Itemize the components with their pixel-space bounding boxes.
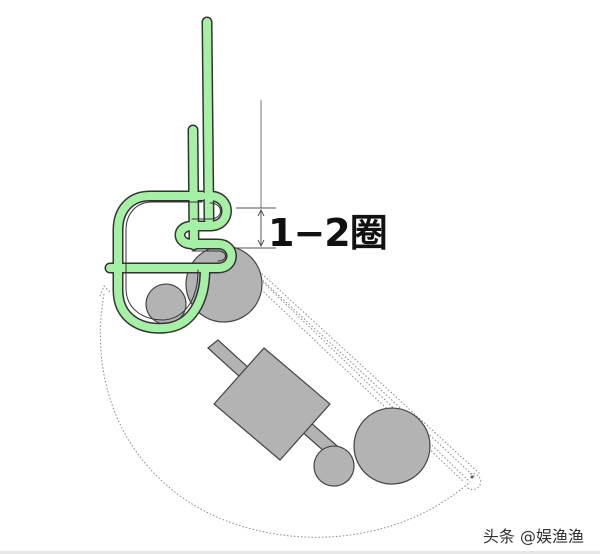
swivel-barrel bbox=[213, 347, 331, 461]
fishing-line bbox=[104, 16, 237, 334]
rotation-arc bbox=[99, 285, 471, 538]
barrel-swivel bbox=[145, 245, 431, 487]
bottom-divider bbox=[0, 551, 600, 554]
watermark: 头条 @娱渔渔 bbox=[482, 527, 584, 546]
turns-annotation: 1−2圈 bbox=[268, 211, 388, 255]
dimension-marker bbox=[236, 100, 276, 249]
swivel-bottom-ring bbox=[313, 407, 431, 487]
swing-guide-lines bbox=[227, 249, 482, 490]
